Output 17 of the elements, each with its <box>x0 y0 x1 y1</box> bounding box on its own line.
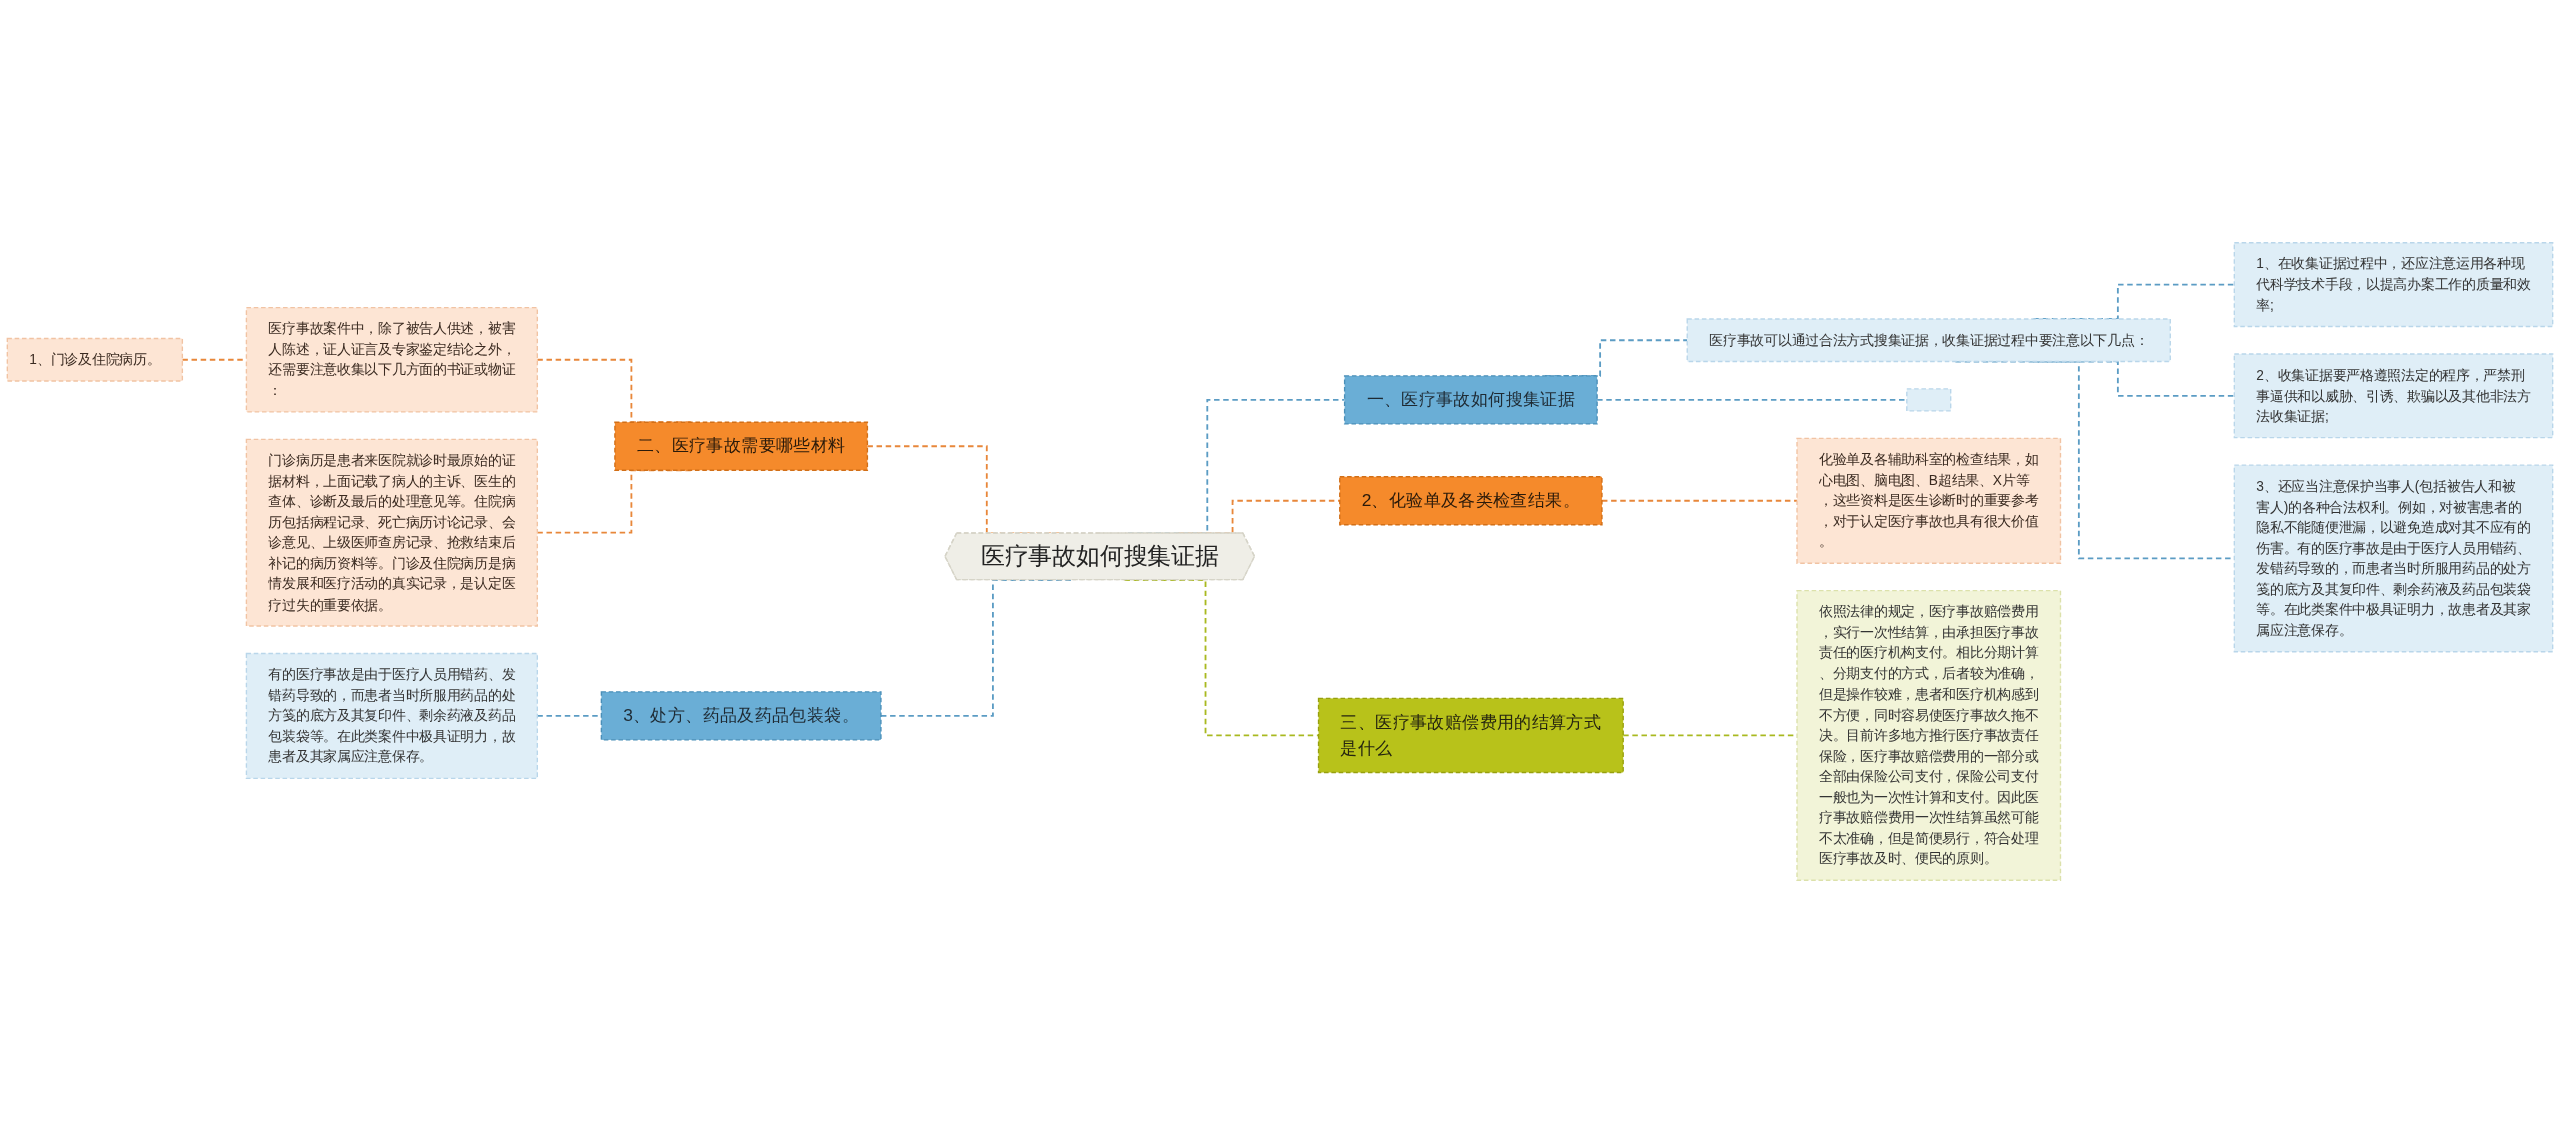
node-box: 门诊病历是患者来医院就诊时最原始的证据材料，上面记载了病人的主诉、医生的查体、诊断及最后的处理意见等。住院病历包括病程记录、死亡病历讨论记录、会诊意见、上级医师查房记录、抢救结束后补记的病历资料等。门诊及住院病历是病情发展和医疗活动的真实记录，是认定医疗过失的重要依据。 <box>245 438 538 627</box>
node-box: 3、还应当注意保护当事人(包括被告人和被害人)的各种合法权利。例如，对被害患者的隐私不能随便泄漏，以避免造成对其不应有的伤害。有的医疗事故是由于医疗人员用错药、发错药导致的，而患者当时所服用药品的处方笺的底方及其复印件、剩余药液及药品包装袋等。在此类案件中极具证明力，故患者及其家属应注意保存。 <box>2233 464 2554 653</box>
node-box: 二、医疗事故需要哪些材料 <box>614 421 869 471</box>
node-box: 1、在收集证据过程中，还应注意运用各种现代科学技术手段，以提高办案工作的质量和效率; <box>2233 242 2554 328</box>
node-box: 三、医疗事故赔偿费用的结算方式是什么 <box>1317 697 1624 774</box>
node-box <box>1906 388 1952 412</box>
node-box: 医疗事故案件中，除了被告人供述，被害人陈述，证人证言及专家鉴定结论之外，还需要注意收集以下几方面的书证或物证： <box>245 306 538 413</box>
connector <box>1601 499 1798 502</box>
node-box: 一、医疗事故如何搜集证据 <box>1343 375 1598 425</box>
node-box: 化验单及各辅助科室的检查结果，如心电图、脑电图、B超结果、X片等，这些资料是医生诊断时的重要参考，对于认定医疗事故也具有很大价值。 <box>1796 437 2062 564</box>
node-box: 医疗事故可以通过合法方式搜集证据，收集证据过程中要注意以下几点： <box>1686 318 2171 363</box>
node-box: 2、收集证据要严格遵照法定的程序，严禁刑事逼供和以威胁、引诱、欺骗以及其他非法方法收集证据; <box>2233 353 2554 439</box>
node-box: 2、化验单及各类检查结果。 <box>1339 476 1603 526</box>
node-box: 3、处方、药品及药品包装袋。 <box>600 691 882 741</box>
node-box: 1、门诊及住院病历。 <box>6 337 184 382</box>
node-box: 依照法律的规定，医疗事故赔偿费用，实行一次性结算，由承担医疗事故责任的医疗机构支付。相比分期计算、分期支付的方式，后者较为准确，但是操作较难，患者和医疗机构感到不方便，同时容易使医疗事故久拖不决。目前许多地方推行医疗事故责任保险，医疗事故赔偿费用的一部分或全部由保险公司支付，保险公司支付一般也为一次性计算和支付。因此医疗事故赔偿费用一次性结算虽然可能不太准确，但是简便易行，符合处理医疗事故及时、便民的原则。 <box>1796 589 2062 881</box>
node-box: 有的医疗事故是由于医疗人员用错药、发错药导致的，而患者当时所服用药品的处方笺的底方及其复印件、剩余药液及药品包装袋等。在此类案件中极具证明力，故患者及其家属应注意保存。 <box>245 652 538 779</box>
